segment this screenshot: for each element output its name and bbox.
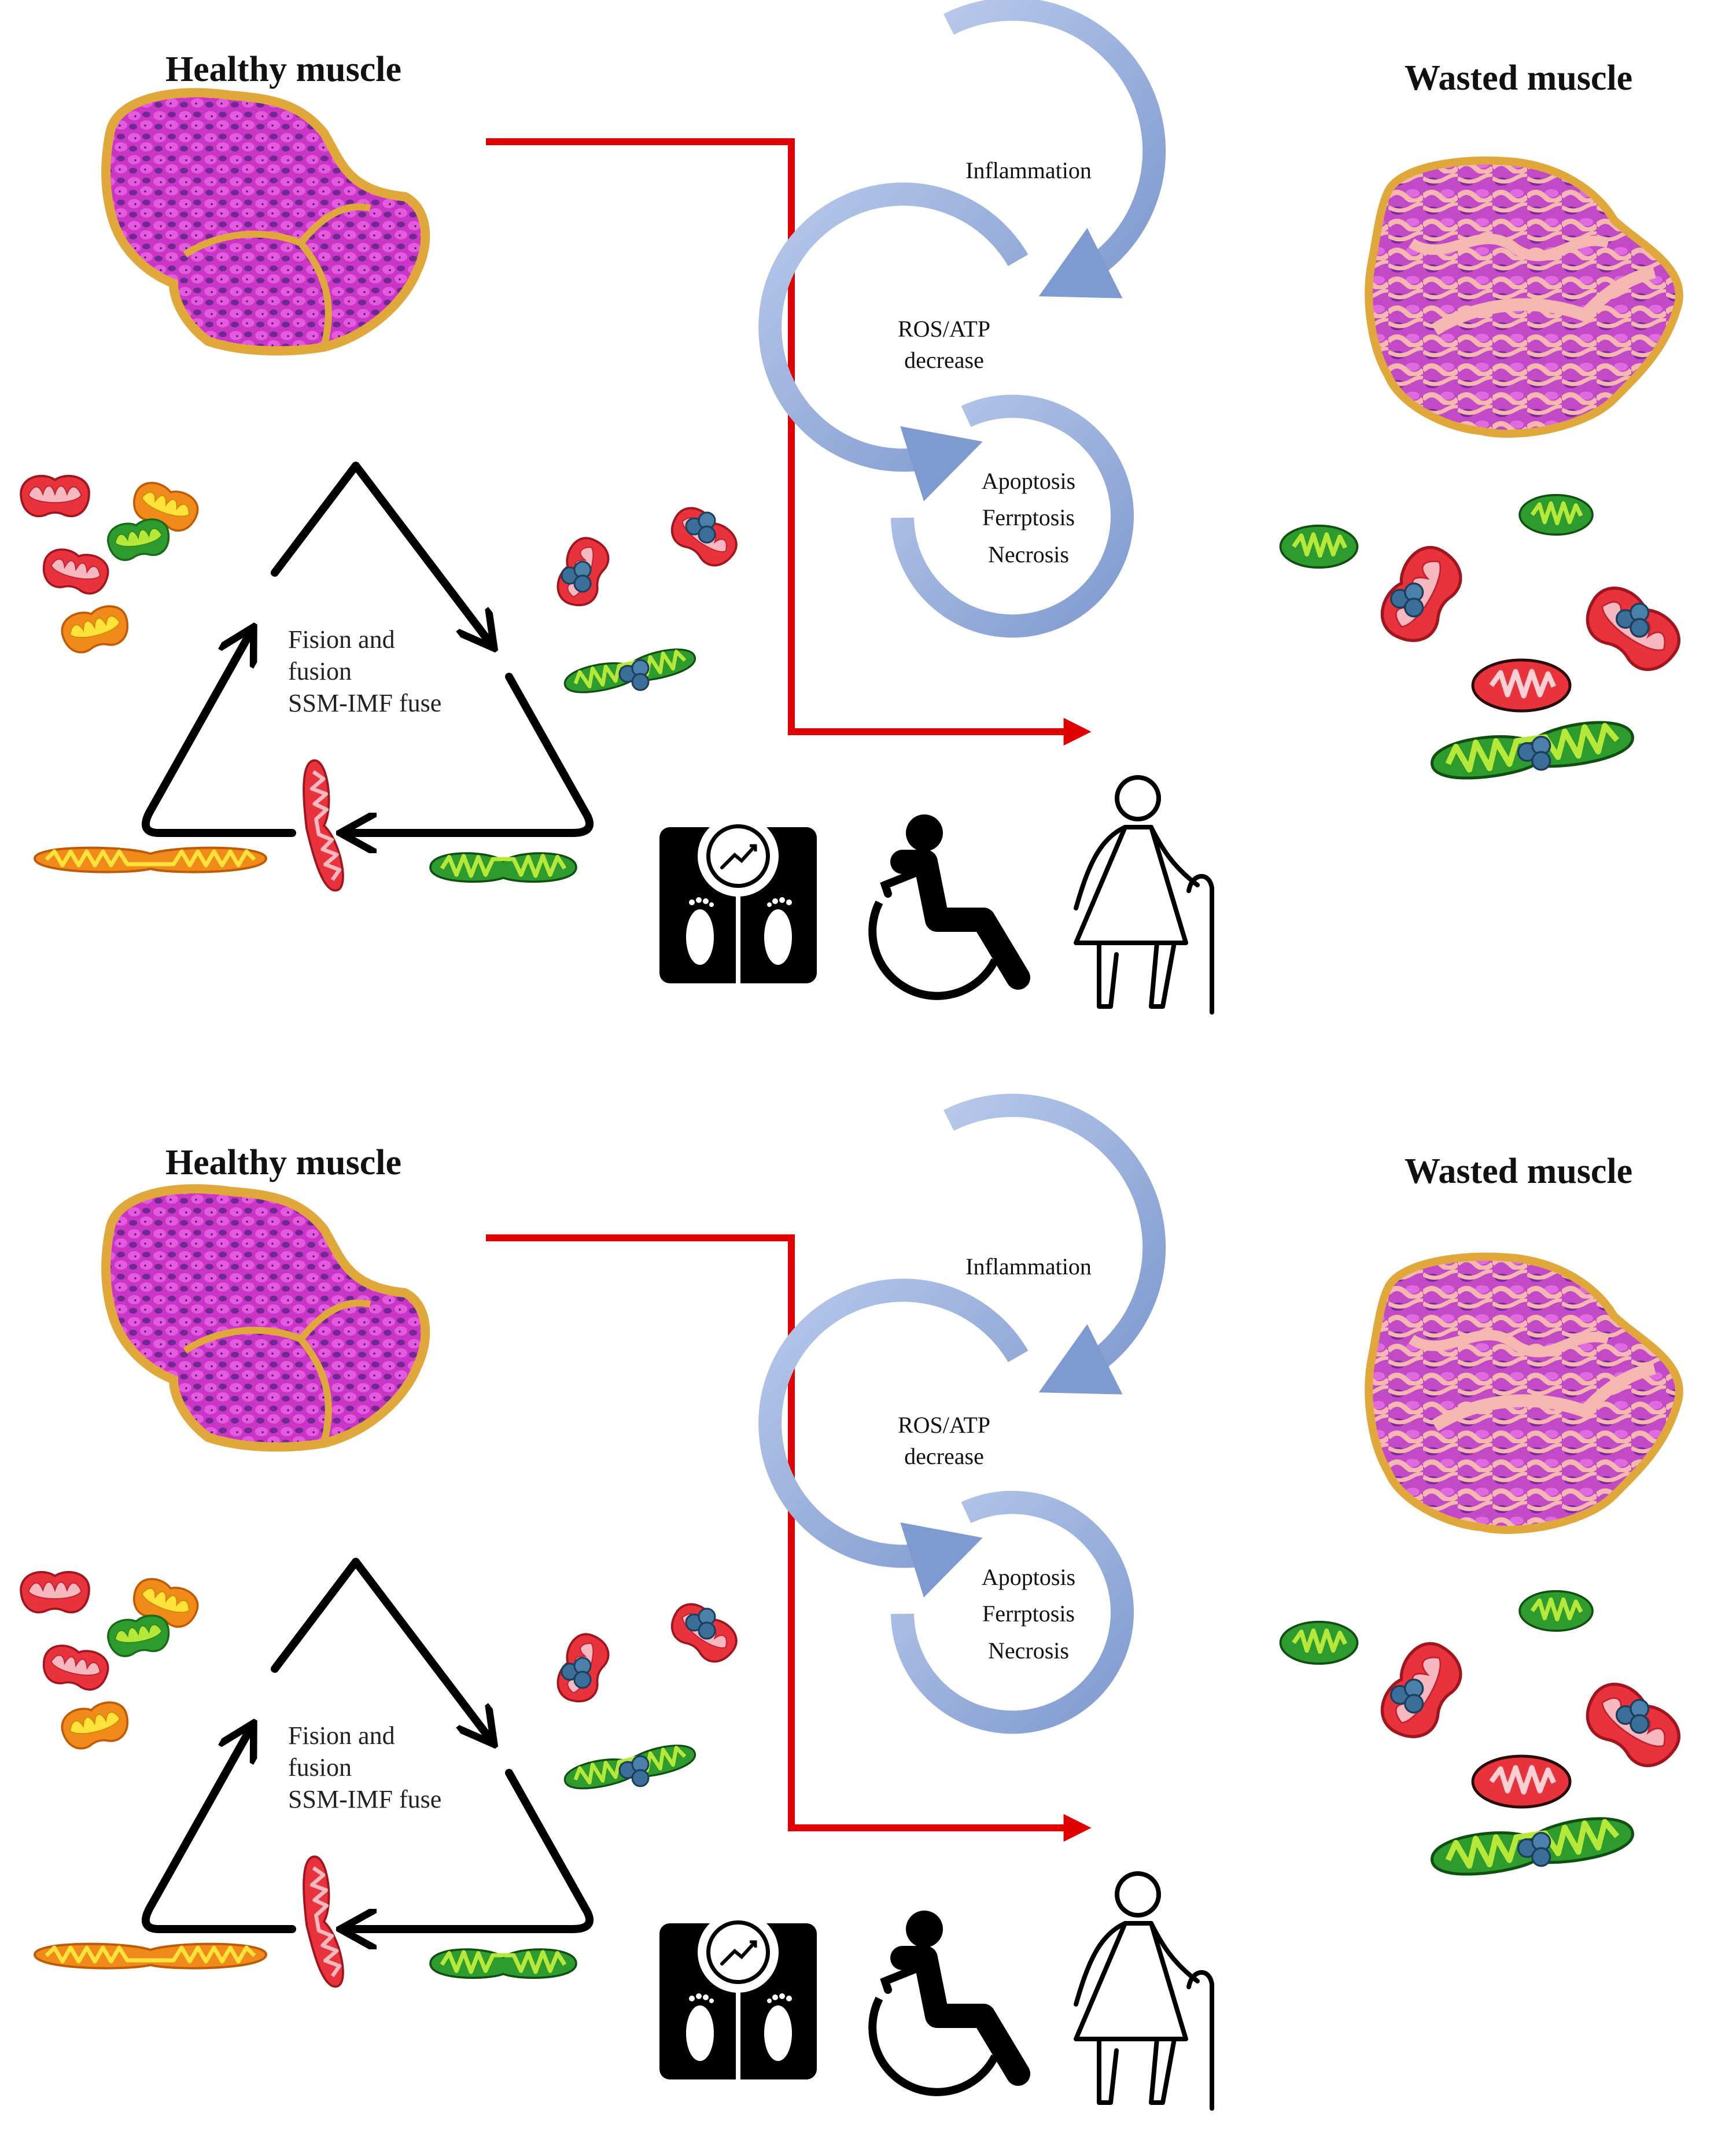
cell-death-label-line3: Necrosis [988, 1638, 1069, 1664]
wasted-muscle-title: Wasted muscle [1405, 1152, 1632, 1191]
ros-label-line1: ROS/ATP [898, 1412, 990, 1438]
inflammation-label: Inflammation [965, 157, 1092, 183]
cell-death-label-line2: Ferrptosis [982, 504, 1075, 530]
dynamics-label-line1: Fision and [288, 625, 395, 654]
wasted-muscle-title: Wasted muscle [1405, 58, 1632, 98]
panel-bottom: Healthy muscle Wasted muscle Inflammatio… [21, 1105, 1689, 2108]
panel-top: Healthy muscle Wasted muscle Inflammatio… [21, 9, 1689, 1012]
ros-label-line2: decrease [904, 1443, 984, 1469]
healthy-muscle-title: Healthy muscle [165, 1143, 401, 1182]
cell-death-label-line1: Apoptosis [982, 1564, 1075, 1590]
dynamics-label-line3: SSM-IMF fuse [288, 689, 441, 717]
dynamics-label-line2: fusion [288, 657, 352, 685]
healthy-muscle-title: Healthy muscle [165, 50, 401, 89]
cell-death-label-line1: Apoptosis [982, 468, 1075, 494]
ros-label-line2: decrease [904, 347, 984, 373]
cell-death-label-line3: Necrosis [988, 541, 1069, 567]
inflammation-label: Inflammation [965, 1253, 1092, 1280]
dynamics-label-line2: fusion [288, 1753, 352, 1782]
ros-label-line1: ROS/ATP [898, 316, 990, 342]
dynamics-label-line1: Fision and [288, 1721, 395, 1750]
dynamics-label-line3: SSM-IMF fuse [288, 1785, 441, 1813]
cell-death-label-line2: Ferrptosis [982, 1601, 1075, 1627]
